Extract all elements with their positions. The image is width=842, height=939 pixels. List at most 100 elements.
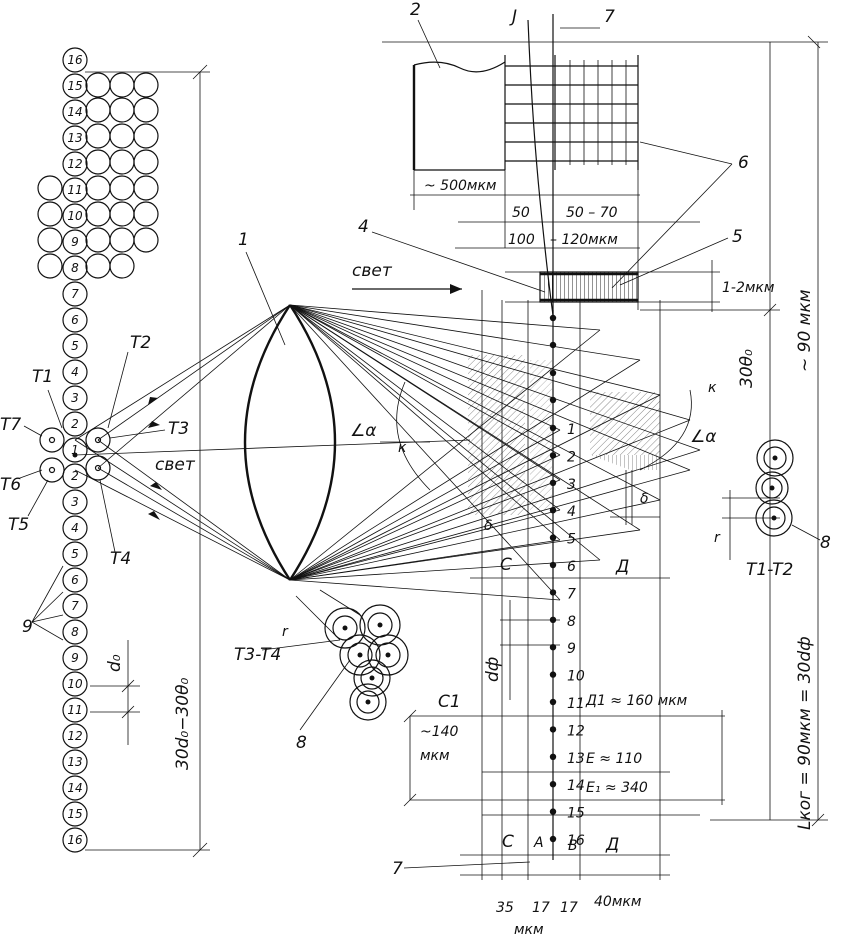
t1-t2-circles xyxy=(722,439,821,560)
stack-circle xyxy=(62,151,88,177)
thickness-label: 1-2мкм xyxy=(722,280,775,296)
bundle-circle xyxy=(85,175,111,201)
bundle-circle xyxy=(109,72,135,98)
label-t5: T5 xyxy=(8,515,29,535)
column-dot xyxy=(549,589,557,596)
column-number: 1 xyxy=(567,422,576,438)
column-number: 15 xyxy=(567,806,585,822)
bundle-circle xyxy=(133,227,159,253)
column-number: 9 xyxy=(567,641,576,657)
stack-circle-number: 16 xyxy=(67,53,83,67)
c1-unit: мкм xyxy=(420,748,450,764)
left-dimensions xyxy=(31,64,210,858)
bundle-circle xyxy=(109,149,135,175)
ref-9-label: 9 xyxy=(22,617,33,637)
stack-circle-number: 14 xyxy=(67,105,82,119)
bundle-circle xyxy=(109,253,135,279)
stack-circle-number: 14 xyxy=(67,781,82,795)
input-rays xyxy=(74,304,471,581)
column-number: 8 xyxy=(567,614,576,630)
column-dot xyxy=(549,424,557,432)
column-dot xyxy=(549,561,557,569)
central-column xyxy=(403,290,725,880)
left-fiber-stack: 1615141312111098765432123456789101112131… xyxy=(62,47,88,853)
bundle-circle xyxy=(133,72,159,98)
right-delta: δ xyxy=(640,491,649,507)
column-dot xyxy=(549,808,557,815)
label-t1-t2: T1-T2 xyxy=(746,560,793,580)
bundle-circle xyxy=(109,123,135,149)
hatched-zones xyxy=(468,355,660,515)
stack-circle xyxy=(62,541,88,567)
ref-2: 2 xyxy=(410,0,421,20)
stack-circle-number: 15 xyxy=(67,79,82,93)
bundle-circle xyxy=(133,175,159,201)
lens xyxy=(243,304,337,581)
column-dot xyxy=(549,616,557,623)
bundle-circle xyxy=(133,123,159,149)
d-top: Д xyxy=(615,557,629,577)
d-bottom: Д xyxy=(605,835,619,855)
lkog-label: Lког = 90мкм = 30dф xyxy=(795,636,815,830)
ref-3: J xyxy=(509,7,517,27)
column-dot xyxy=(549,314,557,322)
bundle-circle xyxy=(37,227,63,253)
stack-circle xyxy=(62,125,88,151)
stack-circle xyxy=(62,281,88,307)
bundle-circle xyxy=(133,97,159,123)
right-90mkm-label: ~ 90 мкм xyxy=(795,289,815,372)
column-number: 3 xyxy=(567,477,576,493)
stack-circle-number: 13 xyxy=(67,131,82,145)
column-dot xyxy=(549,726,557,733)
stack-circle-number: 7 xyxy=(71,287,79,301)
t3-t4-cluster xyxy=(261,589,409,731)
stack-circle xyxy=(62,697,88,723)
column-dot xyxy=(549,341,557,349)
output-ray xyxy=(289,304,641,361)
ref-8-right: 8 xyxy=(820,533,831,553)
terminal-group xyxy=(39,427,111,483)
stack-circle xyxy=(62,801,88,827)
stack-circle xyxy=(62,385,88,411)
dim-40: 40мкм xyxy=(594,894,642,910)
column-dot xyxy=(549,369,557,377)
left-r: r xyxy=(282,624,289,640)
stack-circle xyxy=(62,515,88,541)
right-dimensions xyxy=(640,42,828,827)
bundle-circle xyxy=(133,201,159,227)
e-label: E ≈ 110 xyxy=(586,751,642,767)
stack-circle xyxy=(62,723,88,749)
stack-circle xyxy=(62,619,88,645)
output-ray xyxy=(289,539,561,581)
column-dot xyxy=(549,671,557,678)
stack-circle-number: 3 xyxy=(71,495,79,509)
width-500: ~ 500мкм xyxy=(424,178,497,194)
stack-circle-number: 12 xyxy=(67,157,82,171)
stack-circle xyxy=(62,411,88,437)
width-50-70: 50 – 70 xyxy=(566,205,618,221)
stack-circle xyxy=(62,567,88,593)
stack-circle-number: 3 xyxy=(71,391,79,405)
stack-circle-number: 5 xyxy=(71,547,79,561)
lens-ref: 1 xyxy=(238,230,249,250)
bundle-circle xyxy=(109,201,135,227)
stack-height-label: 30d₀−30θ₀ xyxy=(173,677,193,770)
column-dot xyxy=(549,396,557,404)
right-k: к xyxy=(708,380,717,396)
column-number: 7 xyxy=(567,586,576,602)
c-bottom: C xyxy=(502,832,514,852)
dim-17a: 17 xyxy=(532,900,550,916)
column-dot xyxy=(549,534,557,541)
column-number: 14 xyxy=(567,778,585,794)
top-detail xyxy=(352,14,828,316)
right-angle: ∠α xyxy=(690,427,716,447)
label-t3: T3 xyxy=(168,419,189,439)
stack-circle-number: 8 xyxy=(71,625,79,639)
stack-circle-number: 5 xyxy=(71,339,79,353)
ref-7-top: 7 xyxy=(604,7,615,27)
ref-5: 5 xyxy=(732,227,743,247)
stack-circle xyxy=(62,489,88,515)
